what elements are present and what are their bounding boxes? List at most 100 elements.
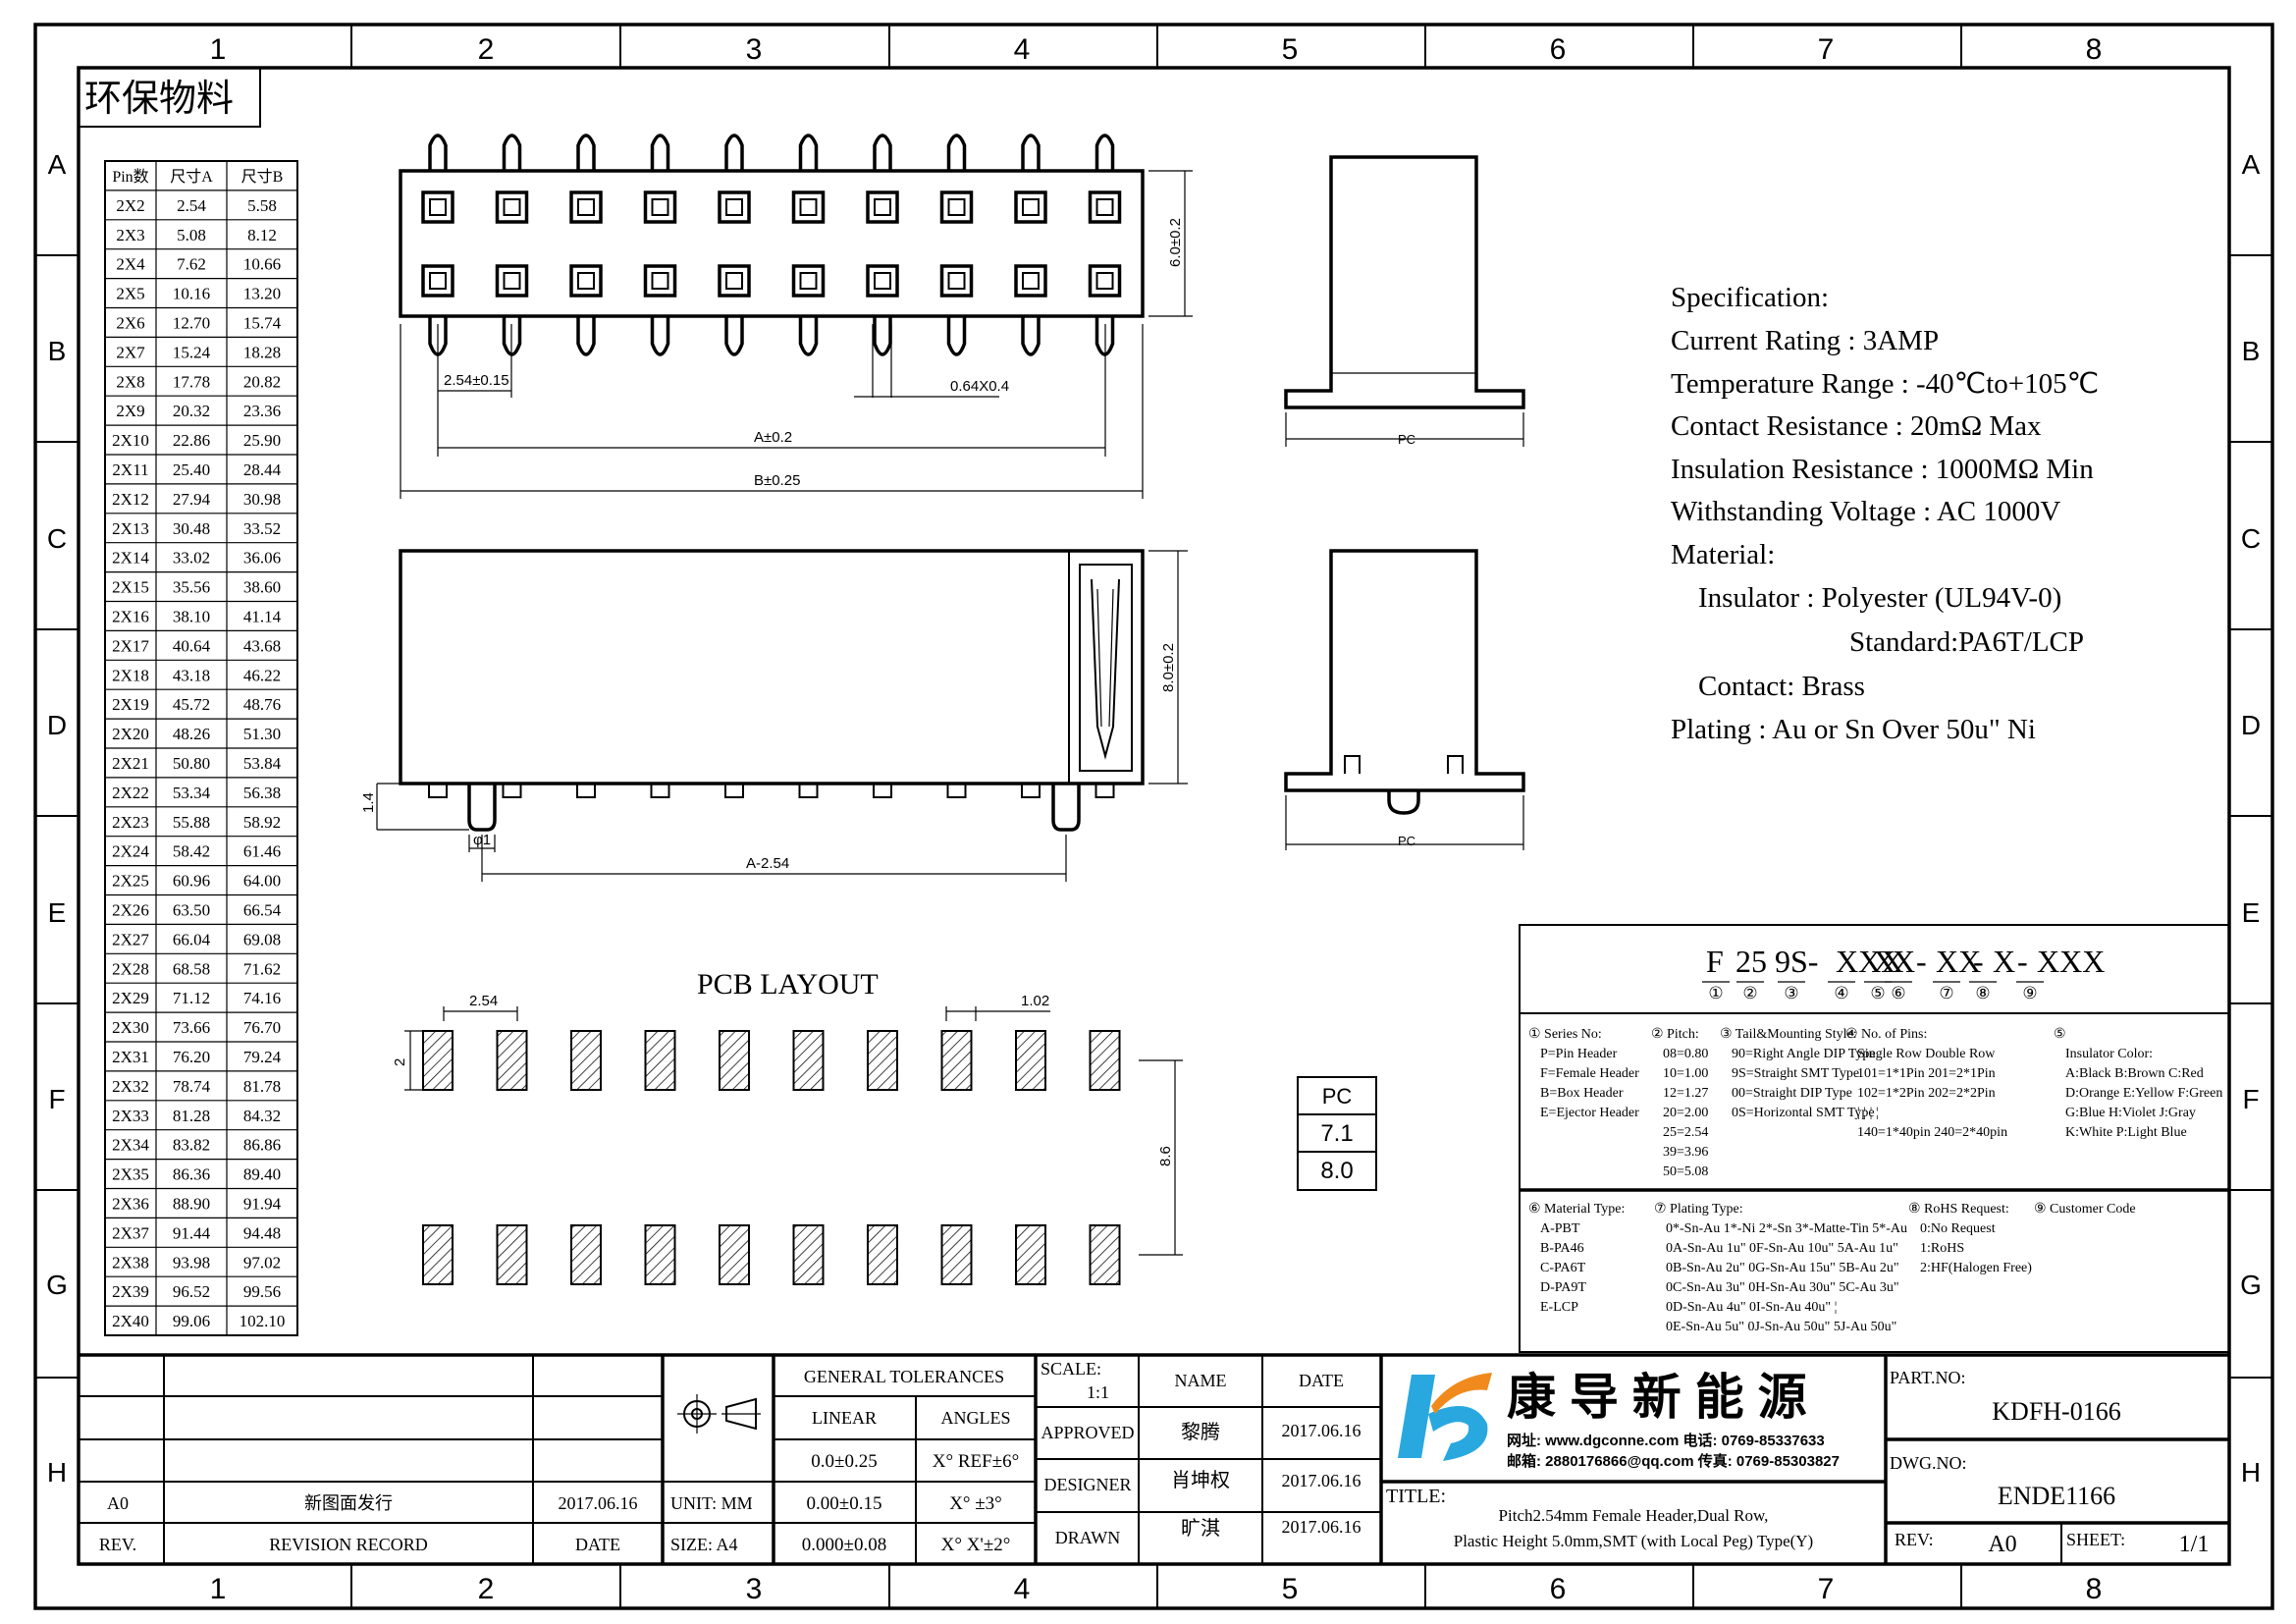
table-cell: 2X39 <box>112 1282 149 1301</box>
part-code-marker: ① <box>1708 984 1723 1002</box>
company-name: 康 导 新 能 源 <box>1507 1370 1807 1425</box>
part-code-segment: 9S- <box>1775 944 1818 979</box>
table-cell: 89.40 <box>243 1165 281 1184</box>
pcb-pad <box>570 1030 602 1091</box>
table-cell: 66.54 <box>243 901 282 920</box>
pin-bottom <box>428 316 448 356</box>
contact-cavity-inner <box>725 272 743 290</box>
pcb-pad <box>867 1224 898 1285</box>
dim-pin-width: 0.64X0.4 <box>950 378 1009 395</box>
smt-lead <box>724 783 744 798</box>
row-marker: A <box>2242 149 2261 180</box>
table-cell: 81.78 <box>243 1077 281 1096</box>
column-marker: 4 <box>1014 33 1031 66</box>
table-cell: 12.70 <box>173 314 210 333</box>
row-marker: E <box>2242 897 2261 928</box>
legend-pins: 140=1*40pin 240=2*40pin <box>1857 1125 2007 1140</box>
table-cell: 83.82 <box>173 1136 210 1155</box>
contact-cavity-inner <box>725 198 743 216</box>
table-cell: 86.86 <box>243 1136 281 1155</box>
angle-tolerance: X° X'±2° <box>941 1535 1011 1555</box>
legend-pitch: 10=1.00 <box>1663 1066 1708 1081</box>
table-cell: 2X36 <box>112 1195 149 1214</box>
spec-line: Contact: Brass <box>1698 671 1865 702</box>
table-cell: 2X34 <box>112 1136 149 1155</box>
row-marker: G <box>46 1270 68 1300</box>
drawn-date: 2017.06.16 <box>1282 1517 1362 1537</box>
part-code-marker: ② <box>1742 984 1757 1002</box>
drawn-label: DRAWN <box>1055 1528 1121 1547</box>
row-marker: C <box>2241 523 2261 554</box>
row-marker: B <box>2242 336 2261 366</box>
legend-material: C-PA6T <box>1540 1261 1586 1275</box>
pin-top <box>724 134 744 171</box>
row-marker: H <box>47 1457 67 1488</box>
table-cell: 86.36 <box>173 1165 210 1184</box>
company-contact-1: 网址: www.dgconne.com 电话: 0769-85337633 <box>1507 1432 1825 1449</box>
linear-tolerance: 0.000±0.08 <box>802 1535 886 1555</box>
legend-color: G:Blue H:Violet J:Gray <box>2065 1106 2196 1120</box>
pins <box>421 134 1122 1285</box>
smt-lead <box>873 783 892 798</box>
table-cell: 2X4 <box>116 255 145 274</box>
drawing-title-line2: Plastic Height 5.0mm,SMT (with Local Peg… <box>1454 1532 1813 1550</box>
part-code-segment: - <box>1973 944 1984 979</box>
table-cell: 66.04 <box>173 930 211 948</box>
legend-rohs: ⑧ RoHS Request: <box>1908 1202 2009 1217</box>
pcb-pad <box>644 1030 676 1091</box>
smt-lead <box>1021 783 1041 798</box>
pin-bottom <box>1021 316 1041 356</box>
table-cell: 25.90 <box>243 431 281 450</box>
table-cell: 38.60 <box>243 578 281 597</box>
table-cell: 2X12 <box>112 490 149 509</box>
table-cell: 58.42 <box>173 842 210 861</box>
table-cell: 33.02 <box>173 549 210 568</box>
title-block: 康 导 新 能 源 网址: www.dgconne.com 电话: 0769-8… <box>79 1353 2229 1564</box>
dim-pcb-row-spacing: 8.6 <box>1157 1146 1174 1166</box>
table-cell: 61.46 <box>243 842 281 861</box>
contact-cavity-inner <box>503 198 521 216</box>
dim-peg-length: 1.4 <box>360 792 377 813</box>
table-cell: 2X7 <box>116 343 145 361</box>
pin-top <box>873 134 892 171</box>
part-code-segment: X <box>1993 944 2015 979</box>
table-cell: 56.38 <box>243 784 281 802</box>
legend-tail: 0S=Horizontal SMT Type <box>1732 1106 1875 1120</box>
table-cell: 20.32 <box>173 402 210 420</box>
table-cell: 2X35 <box>112 1165 149 1184</box>
legend-series: B=Box Header <box>1540 1086 1624 1101</box>
column-marker: 3 <box>746 1573 763 1605</box>
table-header: 尺寸A <box>170 168 213 186</box>
contact-cavity-inner <box>799 272 818 290</box>
eco-stamp: 环保物料 <box>84 79 234 120</box>
designer-date: 2017.06.16 <box>1282 1471 1362 1490</box>
table-cell: 45.72 <box>173 695 210 714</box>
contact-cavity-inner <box>1095 272 1114 290</box>
table-cell: 76.20 <box>173 1048 210 1066</box>
row-marker: D <box>2241 710 2261 740</box>
contact-cavity <box>643 264 677 298</box>
pin-top <box>1021 134 1041 171</box>
contact-cavity <box>718 190 751 224</box>
pcb-pad <box>719 1224 750 1285</box>
date-col-label: DATE <box>1299 1371 1344 1390</box>
dim-peg-span: A-2.54 <box>746 855 789 872</box>
table-cell: 2X10 <box>112 431 149 450</box>
legend-plating: ⑦ Plating Type: <box>1654 1202 1743 1217</box>
company-contact-2: 邮箱: 2880176866@qq.com 传真: 0769-85303827 <box>1507 1452 1840 1470</box>
part-code-marker: ⑤ <box>1870 984 1885 1002</box>
table-cell: 2X37 <box>112 1223 149 1242</box>
table-cell: 2X20 <box>112 725 149 743</box>
table-cell: 2X31 <box>112 1048 149 1066</box>
part-code-segment: XXX <box>2037 944 2105 979</box>
contact-cavity <box>421 264 454 298</box>
row-marker: F <box>2242 1084 2259 1114</box>
column-marker: 8 <box>2086 1573 2103 1605</box>
part-code-segment: X <box>1873 944 1896 979</box>
pcb-pad <box>422 1030 454 1091</box>
legend-pitch: 25=2.54 <box>1663 1125 1708 1140</box>
contact-cavity <box>718 264 751 298</box>
pcb-pad <box>792 1224 825 1285</box>
